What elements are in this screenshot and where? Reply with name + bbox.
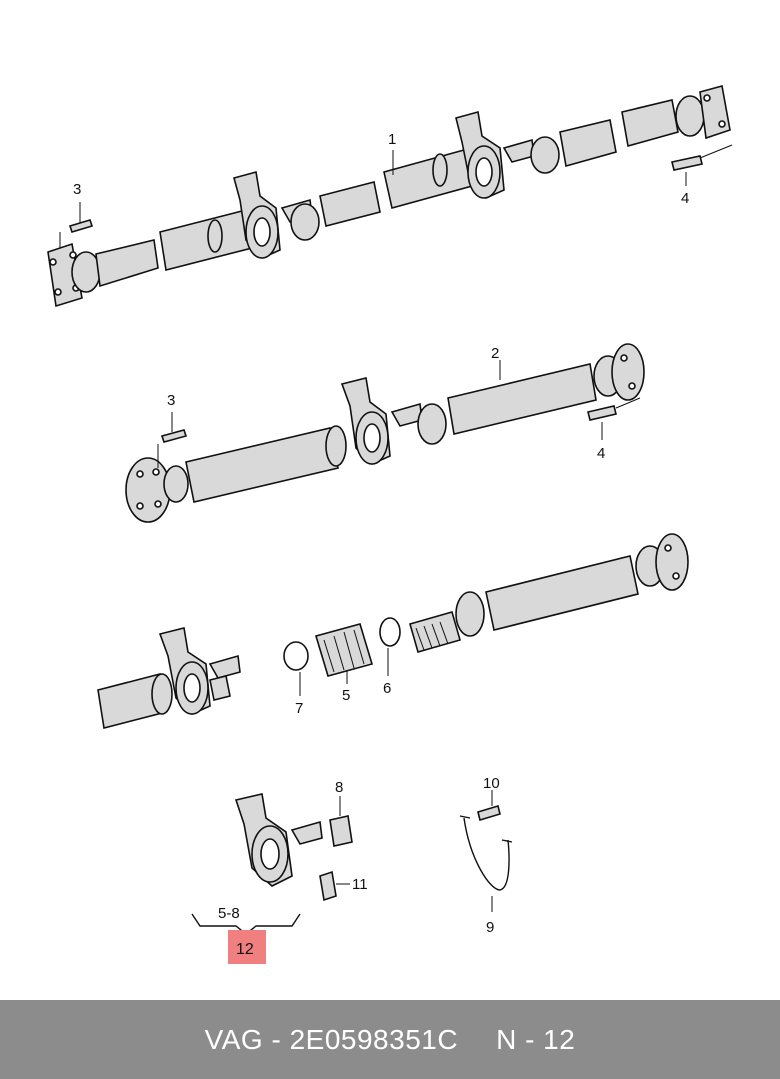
bolt-10 — [477, 804, 501, 822]
callout-4b: 4 — [597, 445, 605, 462]
center-bearing-1 — [233, 170, 313, 259]
flange-left-1 — [47, 242, 101, 308]
callout-3a: 3 — [73, 181, 81, 198]
footer-part-number: VAG - 2E0598351C — [204, 1023, 459, 1055]
hose-clamp — [283, 641, 309, 671]
range-label: 5-8 — [218, 905, 240, 922]
flange-left-2 — [125, 457, 189, 523]
callout-9: 9 — [486, 919, 494, 936]
callout-2: 2 — [491, 345, 499, 362]
footer-reference: N - 12 — [496, 1023, 576, 1055]
circlip — [379, 617, 401, 647]
callout-1: 1 — [388, 131, 396, 148]
strap-clamp — [459, 815, 513, 891]
center-bearing-3 — [340, 377, 423, 465]
center-bearing-assembly — [234, 793, 323, 887]
driveshaft-2 — [125, 343, 645, 523]
highlight-box — [228, 930, 266, 964]
driveshaft-1 — [47, 84, 731, 308]
plate-8 — [329, 815, 353, 847]
callout-10: 10 — [483, 775, 500, 792]
callout-5: 5 — [342, 687, 350, 704]
callout-11: 11 — [352, 876, 368, 893]
diagram-canvas: .p { fill:#d9d9d9; stroke:#111; stroke-w… — [47, 84, 733, 964]
callout-3b: 3 — [167, 392, 175, 409]
driveshaft-3-exploded — [97, 533, 689, 729]
rubber-boot — [314, 623, 374, 677]
flange-right-1 — [675, 84, 731, 140]
callout-12: 12 — [236, 941, 254, 958]
callout-4a: 4 — [681, 190, 689, 207]
callout-7: 7 — [295, 700, 303, 717]
center-bearing-4 — [158, 627, 241, 715]
flange-right-2 — [593, 343, 645, 401]
callout-8: 8 — [335, 779, 343, 796]
bolt-11 — [319, 870, 337, 902]
center-bearing-2 — [455, 110, 535, 199]
callout-6: 6 — [383, 680, 391, 697]
footer-bar: VAG - 2E0598351C N - 12 — [0, 1000, 780, 1079]
